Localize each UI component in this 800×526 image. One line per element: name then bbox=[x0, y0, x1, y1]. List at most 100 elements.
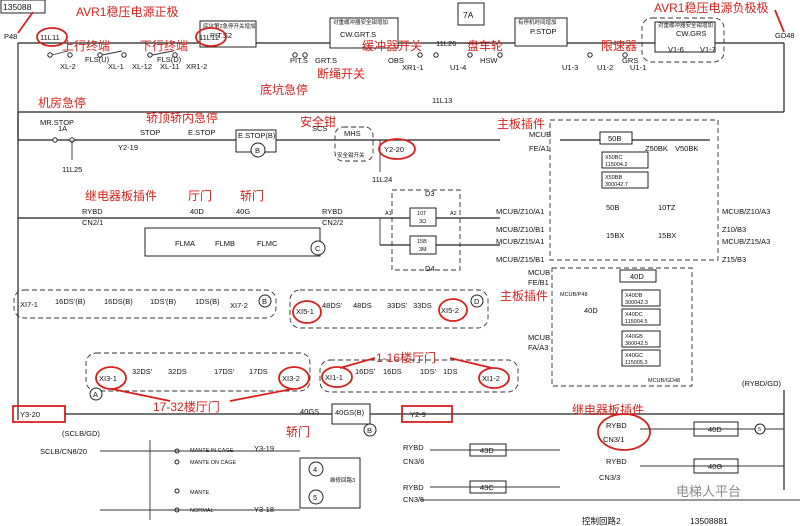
label-buffer-note: 对重缓冲器安全钳增加 bbox=[333, 18, 388, 26]
label-sclb-cn8: SCLB/CN8/20 bbox=[40, 447, 87, 456]
label-y319: Y3-19 bbox=[254, 444, 274, 453]
label-pit2-note: 底坑第2急停开关增加 bbox=[203, 22, 256, 30]
label-cn31: CN3/1 bbox=[603, 435, 624, 444]
red-circle-cn31 bbox=[597, 413, 651, 451]
red-circle-y220 bbox=[378, 138, 416, 160]
door-chain-b bbox=[13, 289, 277, 319]
resistor-10t bbox=[409, 207, 437, 227]
anno-car-door-2: 轿门 bbox=[286, 424, 310, 439]
label-xr11: XR1-1 bbox=[402, 63, 423, 72]
label-10tz: 10TZ bbox=[658, 203, 676, 212]
label-10t: 10T bbox=[417, 211, 427, 217]
circle-b3 bbox=[363, 423, 377, 437]
anno-main-plug-2: 主板插件 bbox=[500, 289, 548, 303]
label-cw-z10-a3: MCUB/Z10/A3 bbox=[722, 207, 770, 216]
label-x40gc-n: 115005.3 bbox=[625, 360, 648, 366]
box-x50bb bbox=[601, 171, 649, 189]
label-fa-a3: FA/A3 bbox=[528, 343, 548, 352]
circle-5b bbox=[754, 423, 766, 435]
label-17ds2: 17DS bbox=[249, 367, 268, 376]
stop-row bbox=[17, 112, 500, 172]
anno-car-top-stop: 轿顶轿内急停 bbox=[146, 110, 218, 125]
resistor-dashbox bbox=[391, 189, 461, 271]
maintenance-switches bbox=[100, 440, 300, 520]
label-32ds1: 32DS' bbox=[132, 367, 153, 376]
label-hsw: HSW bbox=[480, 56, 498, 65]
label-y220: Y2-20 bbox=[384, 145, 404, 154]
label-rybd-d: RYBD bbox=[403, 483, 424, 492]
drawing-number-box bbox=[0, 0, 46, 14]
label-cwgrts: CW.GRT.S bbox=[340, 30, 376, 39]
label-x50bb-n: 300042.7 bbox=[605, 182, 628, 188]
label-v16: V1-6 bbox=[668, 45, 684, 54]
label-10t-v: 3Ω bbox=[419, 219, 426, 225]
label-x40gb-n: 300042.5 bbox=[625, 341, 648, 347]
label-xi11: XI1-1 bbox=[325, 373, 343, 382]
label-x40gc: X40GC bbox=[625, 353, 643, 359]
label-gd48-2: MCUB/GD48 bbox=[648, 378, 680, 384]
label-rybd-f: RYBD bbox=[606, 457, 627, 466]
label-ca: A bbox=[93, 390, 98, 399]
label-flmc: FLMC bbox=[257, 239, 278, 248]
anno-avr-positive: AVR1稳压电源正极 bbox=[76, 4, 178, 19]
watermark: 电梯人平台 bbox=[676, 484, 741, 499]
anno-up-limit: 上行终端 bbox=[62, 38, 110, 53]
label-mcub-fb: MCUB bbox=[528, 268, 550, 277]
x40-contacts bbox=[621, 289, 661, 367]
label-p48: P48 bbox=[4, 32, 17, 41]
label-43c: 43C bbox=[480, 483, 494, 492]
label-obs: OBS bbox=[388, 56, 404, 65]
label-r40d: 40D bbox=[630, 272, 644, 281]
relay-40d bbox=[619, 269, 657, 283]
label-mant-on: MANTE ON CAGE bbox=[190, 460, 236, 466]
arrows-17-32 bbox=[111, 388, 293, 402]
label-x50bc-n: 115004.2 bbox=[605, 162, 628, 168]
label-15b: 15B bbox=[417, 239, 427, 245]
label-50b-top: 50B bbox=[608, 134, 621, 143]
label-cn36: CN3/6 bbox=[403, 457, 424, 466]
label-d3: D3 bbox=[425, 189, 435, 198]
label-xi32: XI3-2 bbox=[282, 374, 300, 383]
resistor-15b bbox=[409, 235, 437, 255]
label-sclb: (SCLB/GD) bbox=[62, 429, 100, 438]
label-xi52: XI5-2 bbox=[441, 306, 459, 315]
label-pstop-note: 有停机时间增加 bbox=[518, 18, 557, 26]
label-43d: 43D bbox=[480, 446, 494, 455]
box-40gsb bbox=[331, 403, 371, 425]
anno-car-door: 轿门 bbox=[240, 188, 264, 203]
label-11l11: 11L11 bbox=[40, 33, 60, 42]
label-40gsb: 40GS(B) bbox=[335, 408, 365, 417]
red-circle-11l11 bbox=[36, 27, 68, 47]
label-stop: STOP bbox=[140, 128, 160, 137]
label-17ds1: 17DS' bbox=[214, 367, 235, 376]
label-1a: 1A bbox=[58, 124, 67, 133]
circle-5 bbox=[308, 489, 324, 505]
red-box-y29 bbox=[401, 405, 453, 423]
label-mant: MANTE bbox=[190, 490, 210, 496]
anno-floor-1-16: 1-16楼厅门 bbox=[376, 350, 436, 365]
label-cn21: CN2/1 bbox=[82, 218, 103, 227]
label-48ds2: 48DS bbox=[353, 301, 372, 310]
label-mhs: MHS bbox=[344, 129, 361, 138]
label-1ds2: 1DS bbox=[443, 367, 458, 376]
label-fe-a1: FE/A1 bbox=[529, 144, 550, 153]
label-xi12: XI1-2 bbox=[482, 374, 500, 383]
label-cn33: CN3/3 bbox=[599, 473, 620, 482]
label-circuit3: 维修回路3 bbox=[330, 476, 355, 484]
label-xl2: XL-2 bbox=[60, 62, 76, 71]
anno-avr-negative: AVR1稳压电源负极极 bbox=[654, 0, 768, 15]
label-11l12: 11L12 bbox=[199, 33, 219, 42]
drawing-number-bottom: 13508881 bbox=[690, 516, 728, 526]
label-flsu: FLS(U) bbox=[85, 55, 110, 64]
label-c4: 4 bbox=[313, 465, 317, 474]
label-xr12: XR1-2 bbox=[186, 62, 207, 71]
sheet-box bbox=[457, 2, 485, 26]
label-p48-2: MCUB/P48 bbox=[560, 292, 588, 298]
label-40g: 40G bbox=[236, 207, 250, 216]
label-y219: Y2-19 bbox=[118, 143, 138, 152]
label-rybd-gd: (RYBD/GD) bbox=[742, 379, 782, 388]
circle-4 bbox=[308, 461, 324, 477]
arrows-1-16 bbox=[339, 357, 493, 369]
label-x50bb: X50BB bbox=[605, 175, 622, 181]
